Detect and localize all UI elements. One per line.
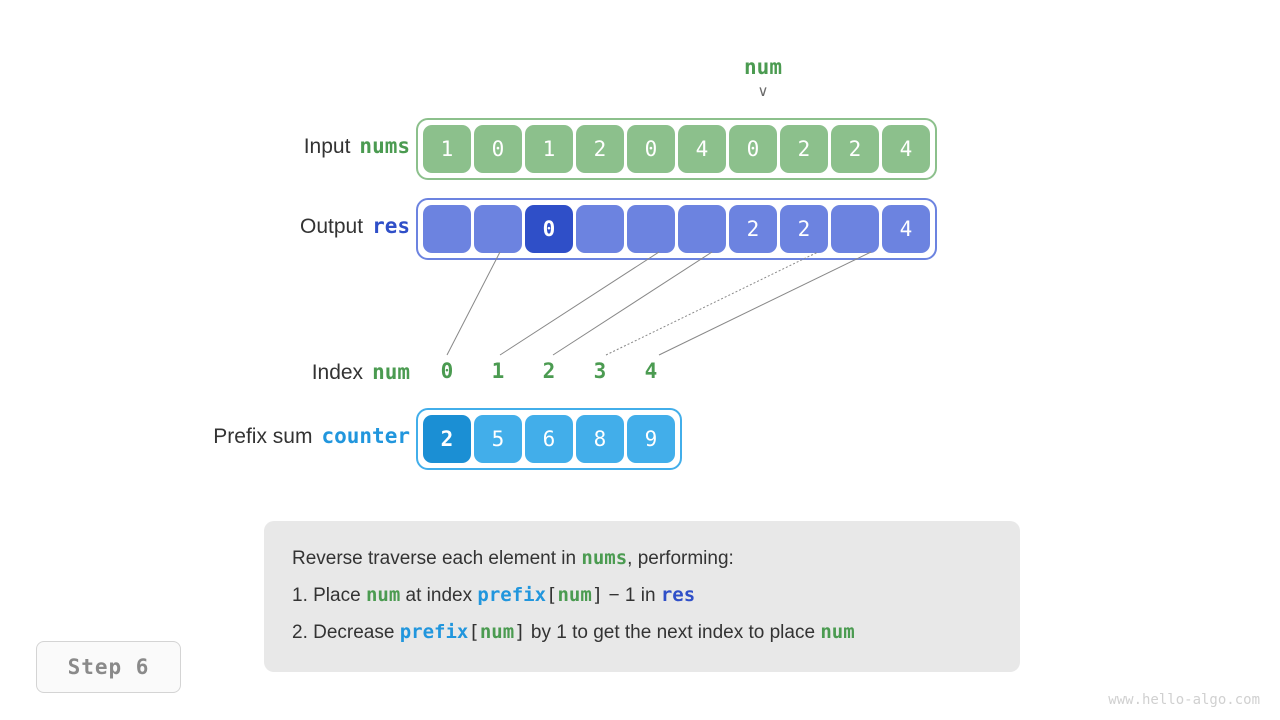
num-pointer-label: num xyxy=(744,55,782,79)
caption-l2-num: num xyxy=(365,584,401,606)
prefix-label-text: Prefix sum xyxy=(213,425,313,448)
output-cell-5 xyxy=(678,205,726,253)
caption-l3-f: by 1 to get the next index to place xyxy=(525,622,821,643)
input-cell-3: 2 xyxy=(576,125,624,173)
input-cell-9: 4 xyxy=(882,125,930,173)
output-cell-7: 2 xyxy=(780,205,828,253)
prefix-cell-4: 9 xyxy=(627,415,675,463)
caption-l2-rbracket: ] xyxy=(591,584,604,606)
watermark: www.hello-algo.com xyxy=(1108,692,1260,708)
prefix-cell-1: 5 xyxy=(474,415,522,463)
connector-line-1 xyxy=(499,251,660,356)
index-label-3: 3 xyxy=(593,359,607,383)
index-label-text: Index xyxy=(311,361,364,384)
num-pointer: num ∨ xyxy=(703,56,823,99)
input-cell-5: 4 xyxy=(678,125,726,173)
connector-line-3 xyxy=(605,251,819,356)
input-cell-2: 1 xyxy=(525,125,573,173)
chevron-down-icon: ∨ xyxy=(757,82,769,100)
caption-l2-res: res xyxy=(660,584,696,606)
caption-l1-a: Reverse traverse each element in xyxy=(292,548,582,569)
step-badge: Step 6 xyxy=(36,641,181,693)
index-label-4: 4 xyxy=(644,359,658,383)
caption-l2-lbracket: [ xyxy=(546,584,558,606)
caption-l2-h: − 1 in xyxy=(603,585,661,606)
caption-l3-num2: num xyxy=(820,621,855,643)
input-cell-8: 2 xyxy=(831,125,879,173)
connector-line-4 xyxy=(658,251,872,356)
caption-line-3: 2. Decrease prefix[num] by 1 to get the … xyxy=(292,614,992,651)
caption-l2-num2: num xyxy=(557,584,592,606)
input-cell-0: 1 xyxy=(423,125,471,173)
output-cell-6: 2 xyxy=(729,205,777,253)
caption-l3-rbracket: ] xyxy=(514,621,526,643)
connector-line-2 xyxy=(552,251,713,356)
caption-line-1: Reverse traverse each element in nums, p… xyxy=(292,540,992,577)
input-cell-1: 0 xyxy=(474,125,522,173)
caption-l2-c: at index xyxy=(400,585,478,606)
input-label-text: Input xyxy=(303,135,351,158)
prefix-label-code: counter xyxy=(321,424,410,448)
output-cell-2: 0 xyxy=(525,205,573,253)
output-cell-3 xyxy=(576,205,624,253)
output-label-text: Output xyxy=(300,215,364,238)
caption-l2-prefix: prefix xyxy=(477,584,547,606)
output-cell-1 xyxy=(474,205,522,253)
input-cell-6: 0 xyxy=(729,125,777,173)
caption-l1-c: , performing: xyxy=(627,548,734,569)
caption-l3-lbracket: [ xyxy=(468,621,480,643)
prefix-row-label: Prefix sum counter xyxy=(100,423,410,450)
connector-line-0 xyxy=(446,251,501,356)
prefix-cell-0: 2 xyxy=(423,415,471,463)
caption-box: Reverse traverse each element in nums, p… xyxy=(264,521,1020,672)
output-row-label: Output res xyxy=(120,213,410,240)
index-label-0: 0 xyxy=(440,359,454,383)
index-values: 0 1 2 3 4 xyxy=(416,359,675,383)
input-cell-4: 0 xyxy=(627,125,675,173)
caption-l1-nums: nums xyxy=(581,547,628,569)
caption-l3-num: num xyxy=(479,621,515,643)
index-label-2: 2 xyxy=(542,359,556,383)
output-label-code: res xyxy=(372,214,410,238)
caption-line-2: 1. Place num at index prefix[num] − 1 in… xyxy=(292,577,992,614)
input-row-label: Input nums xyxy=(120,133,410,160)
output-cell-9: 4 xyxy=(882,205,930,253)
output-cell-8 xyxy=(831,205,879,253)
input-label-code: nums xyxy=(359,134,410,158)
output-cell-4 xyxy=(627,205,675,253)
index-row-label: Index num xyxy=(120,359,410,386)
prefix-cell-2: 6 xyxy=(525,415,573,463)
input-cell-7: 2 xyxy=(780,125,828,173)
prefix-cell-3: 8 xyxy=(576,415,624,463)
caption-l3-prefix: prefix xyxy=(399,621,469,643)
caption-l2-a: 1. Place xyxy=(292,585,366,606)
index-label-code: num xyxy=(372,360,410,384)
output-cell-0 xyxy=(423,205,471,253)
caption-l3-a: 2. Decrease xyxy=(292,622,400,643)
index-label-1: 1 xyxy=(491,359,505,383)
